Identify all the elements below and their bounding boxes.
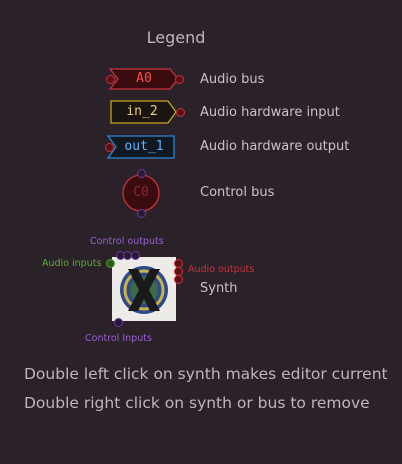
hw-output-in-port[interactable] — [105, 143, 114, 152]
synth-control-in-port[interactable] — [114, 318, 123, 327]
hw-input-out-port[interactable] — [176, 108, 185, 117]
synth-node[interactable] — [112, 257, 176, 321]
control-bus-in-port[interactable] — [137, 169, 146, 178]
audio-bus-in-port[interactable] — [106, 75, 115, 84]
synth-audio-out-port-3[interactable] — [174, 275, 183, 284]
message-line-2: Double right click on synth or bus to re… — [24, 394, 370, 412]
audio-outputs-label: Audio outputs — [188, 264, 255, 275]
audio-inputs-label: Audio inputs — [42, 258, 102, 269]
hw-input-shape — [110, 100, 177, 124]
hw-output-node[interactable]: out_1 — [104, 134, 178, 160]
message-line-1: Double left click on synth makes editor … — [24, 365, 388, 383]
synth-control-out-port-3[interactable] — [131, 251, 140, 260]
hw-input-id: in_2 — [126, 104, 158, 119]
control-outputs-label: Control outputs — [90, 236, 164, 247]
audio-bus-shape — [108, 68, 179, 90]
synth-label: Synth — [200, 281, 238, 296]
hw-output-shape — [106, 135, 175, 159]
hw-output-label: Audio hardware output — [200, 139, 350, 154]
control-bus-label: Control bus — [200, 185, 275, 200]
audio-bus-label: Audio bus — [200, 72, 265, 87]
hw-output-id: out_1 — [124, 139, 164, 154]
control-bus-out-port[interactable] — [137, 209, 146, 218]
audio-bus-out-port[interactable] — [175, 75, 184, 84]
hw-input-node[interactable]: in_2 — [110, 99, 188, 125]
audio-bus-id: A0 — [136, 71, 152, 86]
control-bus-id: C0 — [133, 185, 149, 200]
legend-title: Legend — [146, 28, 206, 47]
x-logo-icon — [120, 266, 168, 314]
control-bus-node[interactable]: C0 — [120, 168, 164, 220]
hw-input-label: Audio hardware input — [200, 105, 340, 120]
control-inputs-label: Control Inputs — [85, 333, 152, 344]
audio-bus-node[interactable]: A0 — [106, 67, 184, 91]
synth-audio-in-port[interactable] — [106, 259, 115, 268]
